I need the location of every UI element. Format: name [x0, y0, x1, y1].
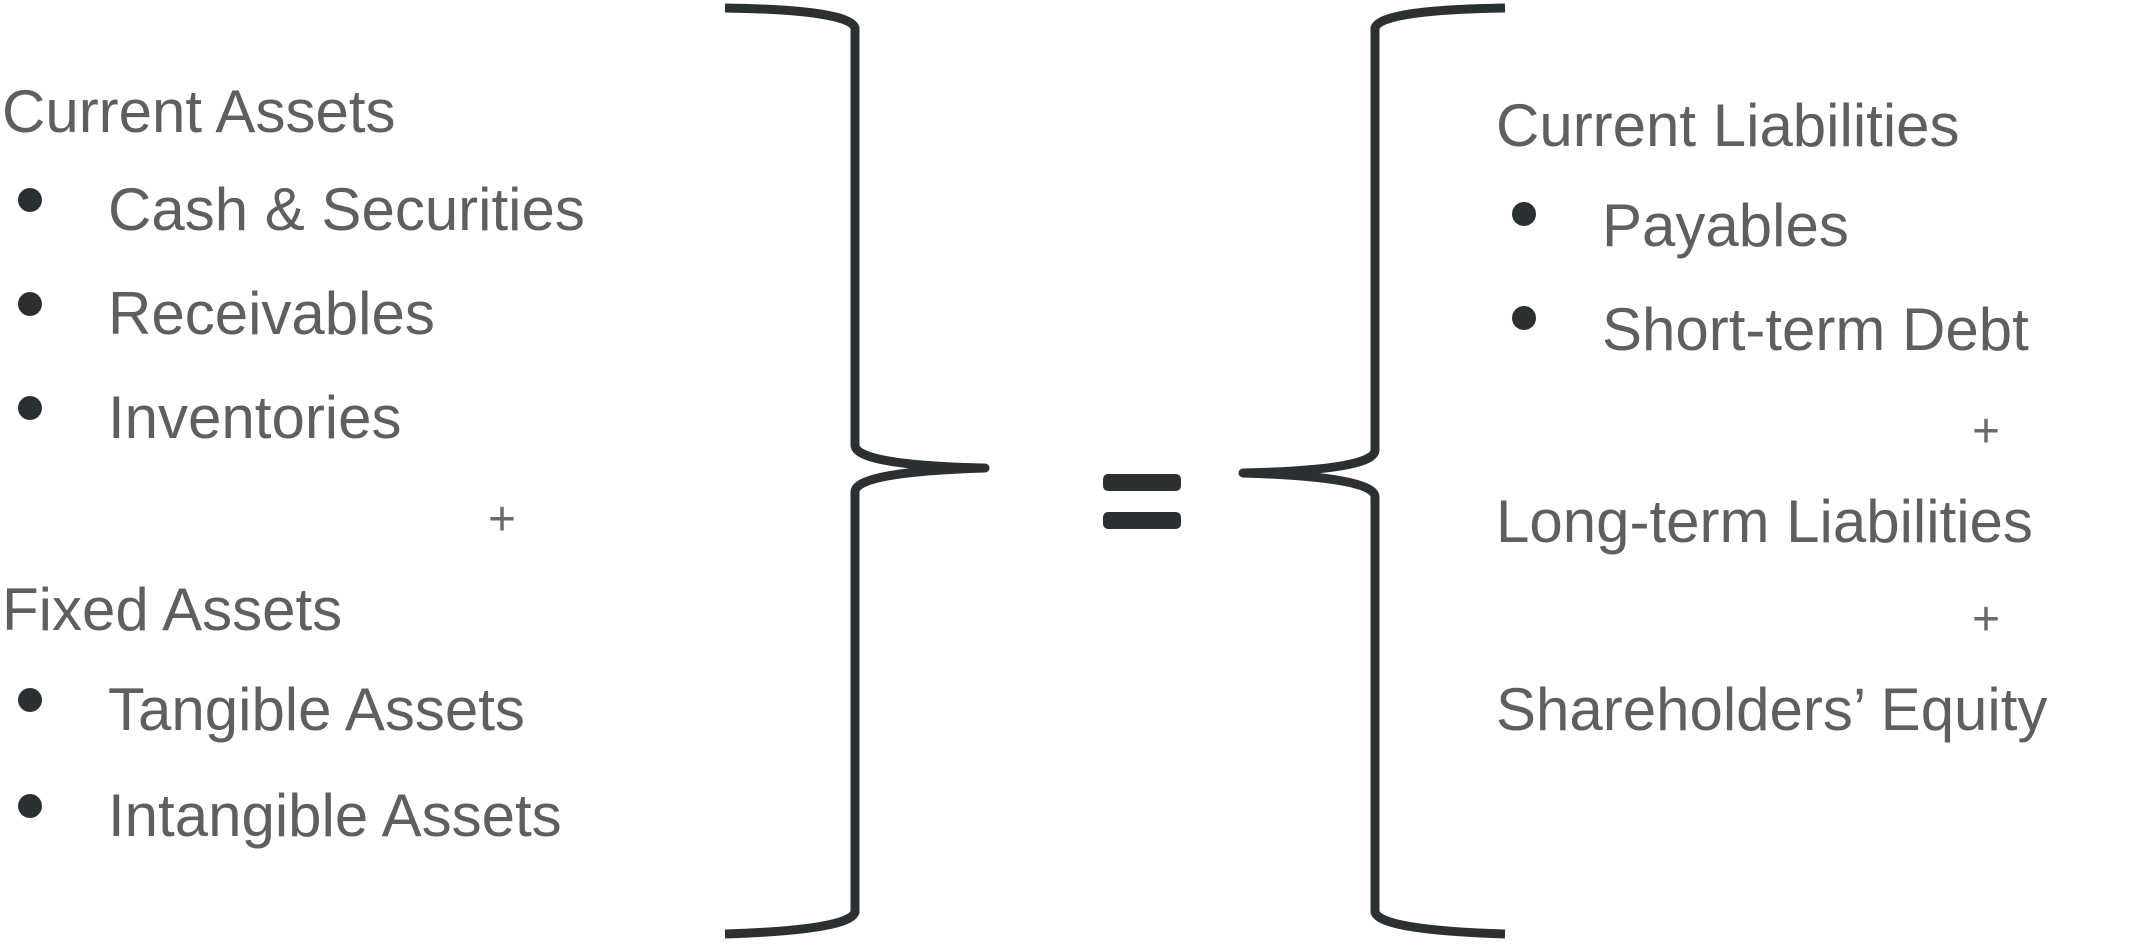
shareholders-equity: Shareholders’ Equity: [1496, 676, 2048, 743]
bullet-icon: [18, 794, 42, 818]
current-assets-heading: Current Assets: [2, 78, 396, 145]
bullet-icon: [18, 188, 42, 212]
long-term-liabilities: Long-term Liabilities: [1496, 488, 2033, 555]
bullet-icon: [1512, 202, 1536, 226]
list-item-receivables: Receivables: [108, 280, 435, 347]
current-liabilities-heading: Current Liabilities: [1496, 92, 1960, 159]
equals-sign-icon: [1103, 474, 1181, 529]
right-opening-brace: [1238, 3, 1506, 939]
bullet-icon: [18, 688, 42, 712]
fixed-assets-heading: Fixed Assets: [2, 576, 343, 643]
list-item-inventories: Inventories: [108, 384, 402, 451]
right-plus-sign-2: +: [1972, 593, 2001, 646]
list-item-payables: Payables: [1602, 192, 1849, 259]
list-item-intangible-assets: Intangible Assets: [108, 782, 562, 849]
left-plus-sign: +: [488, 493, 517, 546]
list-item-short-term-debt: Short-term Debt: [1602, 296, 2029, 363]
right-plus-sign-1: +: [1972, 405, 2001, 458]
bullet-icon: [18, 292, 42, 316]
bullet-icon: [18, 396, 42, 420]
list-item-tangible-assets: Tangible Assets: [108, 676, 525, 743]
list-item-cash-securities: Cash & Securities: [108, 176, 585, 243]
bullet-icon: [1512, 306, 1536, 330]
left-closing-brace: [724, 3, 990, 939]
